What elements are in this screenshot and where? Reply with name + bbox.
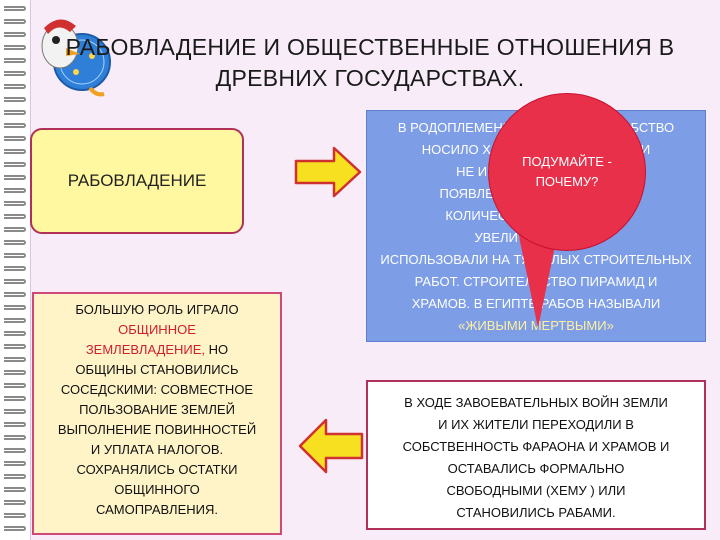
spiral-ring [4,84,26,89]
community-line: НО [205,342,229,357]
spiral-ring [4,448,26,453]
spiral-ring [4,409,26,414]
conquest-line: ОСТАВАЛИСЬ ФОРМАЛЬНО [447,461,625,476]
spiral-ring [4,175,26,180]
spiral-ring [4,45,26,50]
spiral-ring [4,318,26,323]
slaveholding-box: РАБОВЛАДЕНИЕ [30,128,244,234]
spiral-ring [4,344,26,349]
spiral-ring [4,357,26,362]
info-line-emphasis: «ЖИВЫМИ МЕРТВЫМИ» [458,318,614,333]
spiral-ring [4,461,26,466]
spiral-ring [4,19,26,24]
spiral-ring [4,162,26,167]
spiral-ring [4,292,26,297]
community-highlight: ОБЩИННОЕ [118,322,196,337]
think-bubble: ПОДУМАЙТЕ - ПОЧЕМУ? [488,93,646,251]
spiral-ring [4,370,26,375]
title-line-1: РАБОВЛАДЕНИЕ И ОБЩЕСТВЕННЫЕ ОТНОШЕНИЯ В [65,34,675,60]
spiral-ring [4,201,26,206]
spiral-ring [4,136,26,141]
spiral-ring [4,500,26,505]
community-line: САМОПРАВЛЕНИЯ. [96,502,218,517]
community-line: ОБЩИННОГО [114,482,200,497]
conquest-line: СТАНОВИЛИСЬ РАБАМИ. [456,505,616,520]
globe-bird-logo-icon [41,19,111,97]
community-line: СОХРАНЯЛИСЬ ОСТАТКИ [76,462,238,477]
arrow-left-icon [298,418,364,474]
spiral-ring [4,214,26,219]
spiral-ring [4,474,26,479]
spiral-ring [4,513,26,518]
spiral-ring [4,266,26,271]
spiral-ring [4,32,26,37]
spiral-ring [4,149,26,154]
spiral-ring [4,253,26,258]
community-info-box: БОЛЬШУЮ РОЛЬ ИГРАЛО ОБЩИННОЕ ЗЕМЛЕВЛАДЕН… [32,292,282,535]
community-line-mixed: ЗЕМЛЕВЛАДЕНИЕ, НО [40,340,274,360]
community-line: ВЫПОЛНЕНИЕ ПОВИННОСТЕЙ [57,422,257,437]
slaveholding-label: РАБОВЛАДЕНИЕ [67,171,207,190]
conquest-line: И ИХ ЖИТЕЛИ ПЕРЕХОДИЛИ В [438,417,634,432]
spiral-ring [4,331,26,336]
spiral-ring [4,58,26,63]
spiral-ring [4,396,26,401]
spiral-ring [4,383,26,388]
community-highlight: ЗЕМЛЕВЛАДЕНИЕ, [85,342,206,357]
spiral-ring [4,240,26,245]
spiral-ring [4,305,26,310]
community-line: И УПЛАТА НАЛОГОВ. [90,442,224,457]
bubble-line-1: ПОДУМАЙТЕ - [522,154,612,169]
community-line: ПОЛЬЗОВАНИЕ ЗЕМЛЕЙ [79,402,235,417]
conquest-line: В ХОДЕ ЗАВОЕВАТЕЛЬНЫХ ВОЙН ЗЕМЛИ [404,395,668,410]
spiral-ring [4,435,26,440]
spiral-ring [4,227,26,232]
spiral-ring [4,97,26,102]
spiral-ring [4,6,26,11]
spiral-ring [4,279,26,284]
conquest-line: СОБСТВЕННОСТЬ ФАРАОНА И ХРАМОВ И [402,439,670,454]
title-line-2: ДРЕВНИХ ГОСУДАРСТВАХ. [215,65,525,91]
arrow-right-icon [294,146,362,198]
community-line: ОБЩИНЫ СТАНОВИЛИСЬ [75,362,239,377]
conquest-line: СВОБОДНЫМИ (ХЕМУ ) ИЛИ [446,483,626,498]
spiral-ring [4,188,26,193]
spiral-ring [4,71,26,76]
page-title: РАБОВЛАДЕНИЕ И ОБЩЕСТВЕННЫЕ ОТНОШЕНИЯ В … [40,32,700,94]
spiral-ring [4,526,26,531]
spiral-ring [4,123,26,128]
spiral-ring [4,422,26,427]
bubble-line-2: ПОЧЕМУ? [535,174,599,189]
conquest-info-box: В ХОДЕ ЗАВОЕВАТЕЛЬНЫХ ВОЙН ЗЕМЛИ И ИХ ЖИ… [366,380,706,530]
spiral-binding [0,0,31,540]
community-line: БОЛЬШУЮ РОЛЬ ИГРАЛО [75,302,239,317]
community-line: СОСЕДСКИМИ: СОВМЕСТНОЕ [60,382,254,397]
spiral-ring [4,110,26,115]
spiral-ring [4,487,26,492]
